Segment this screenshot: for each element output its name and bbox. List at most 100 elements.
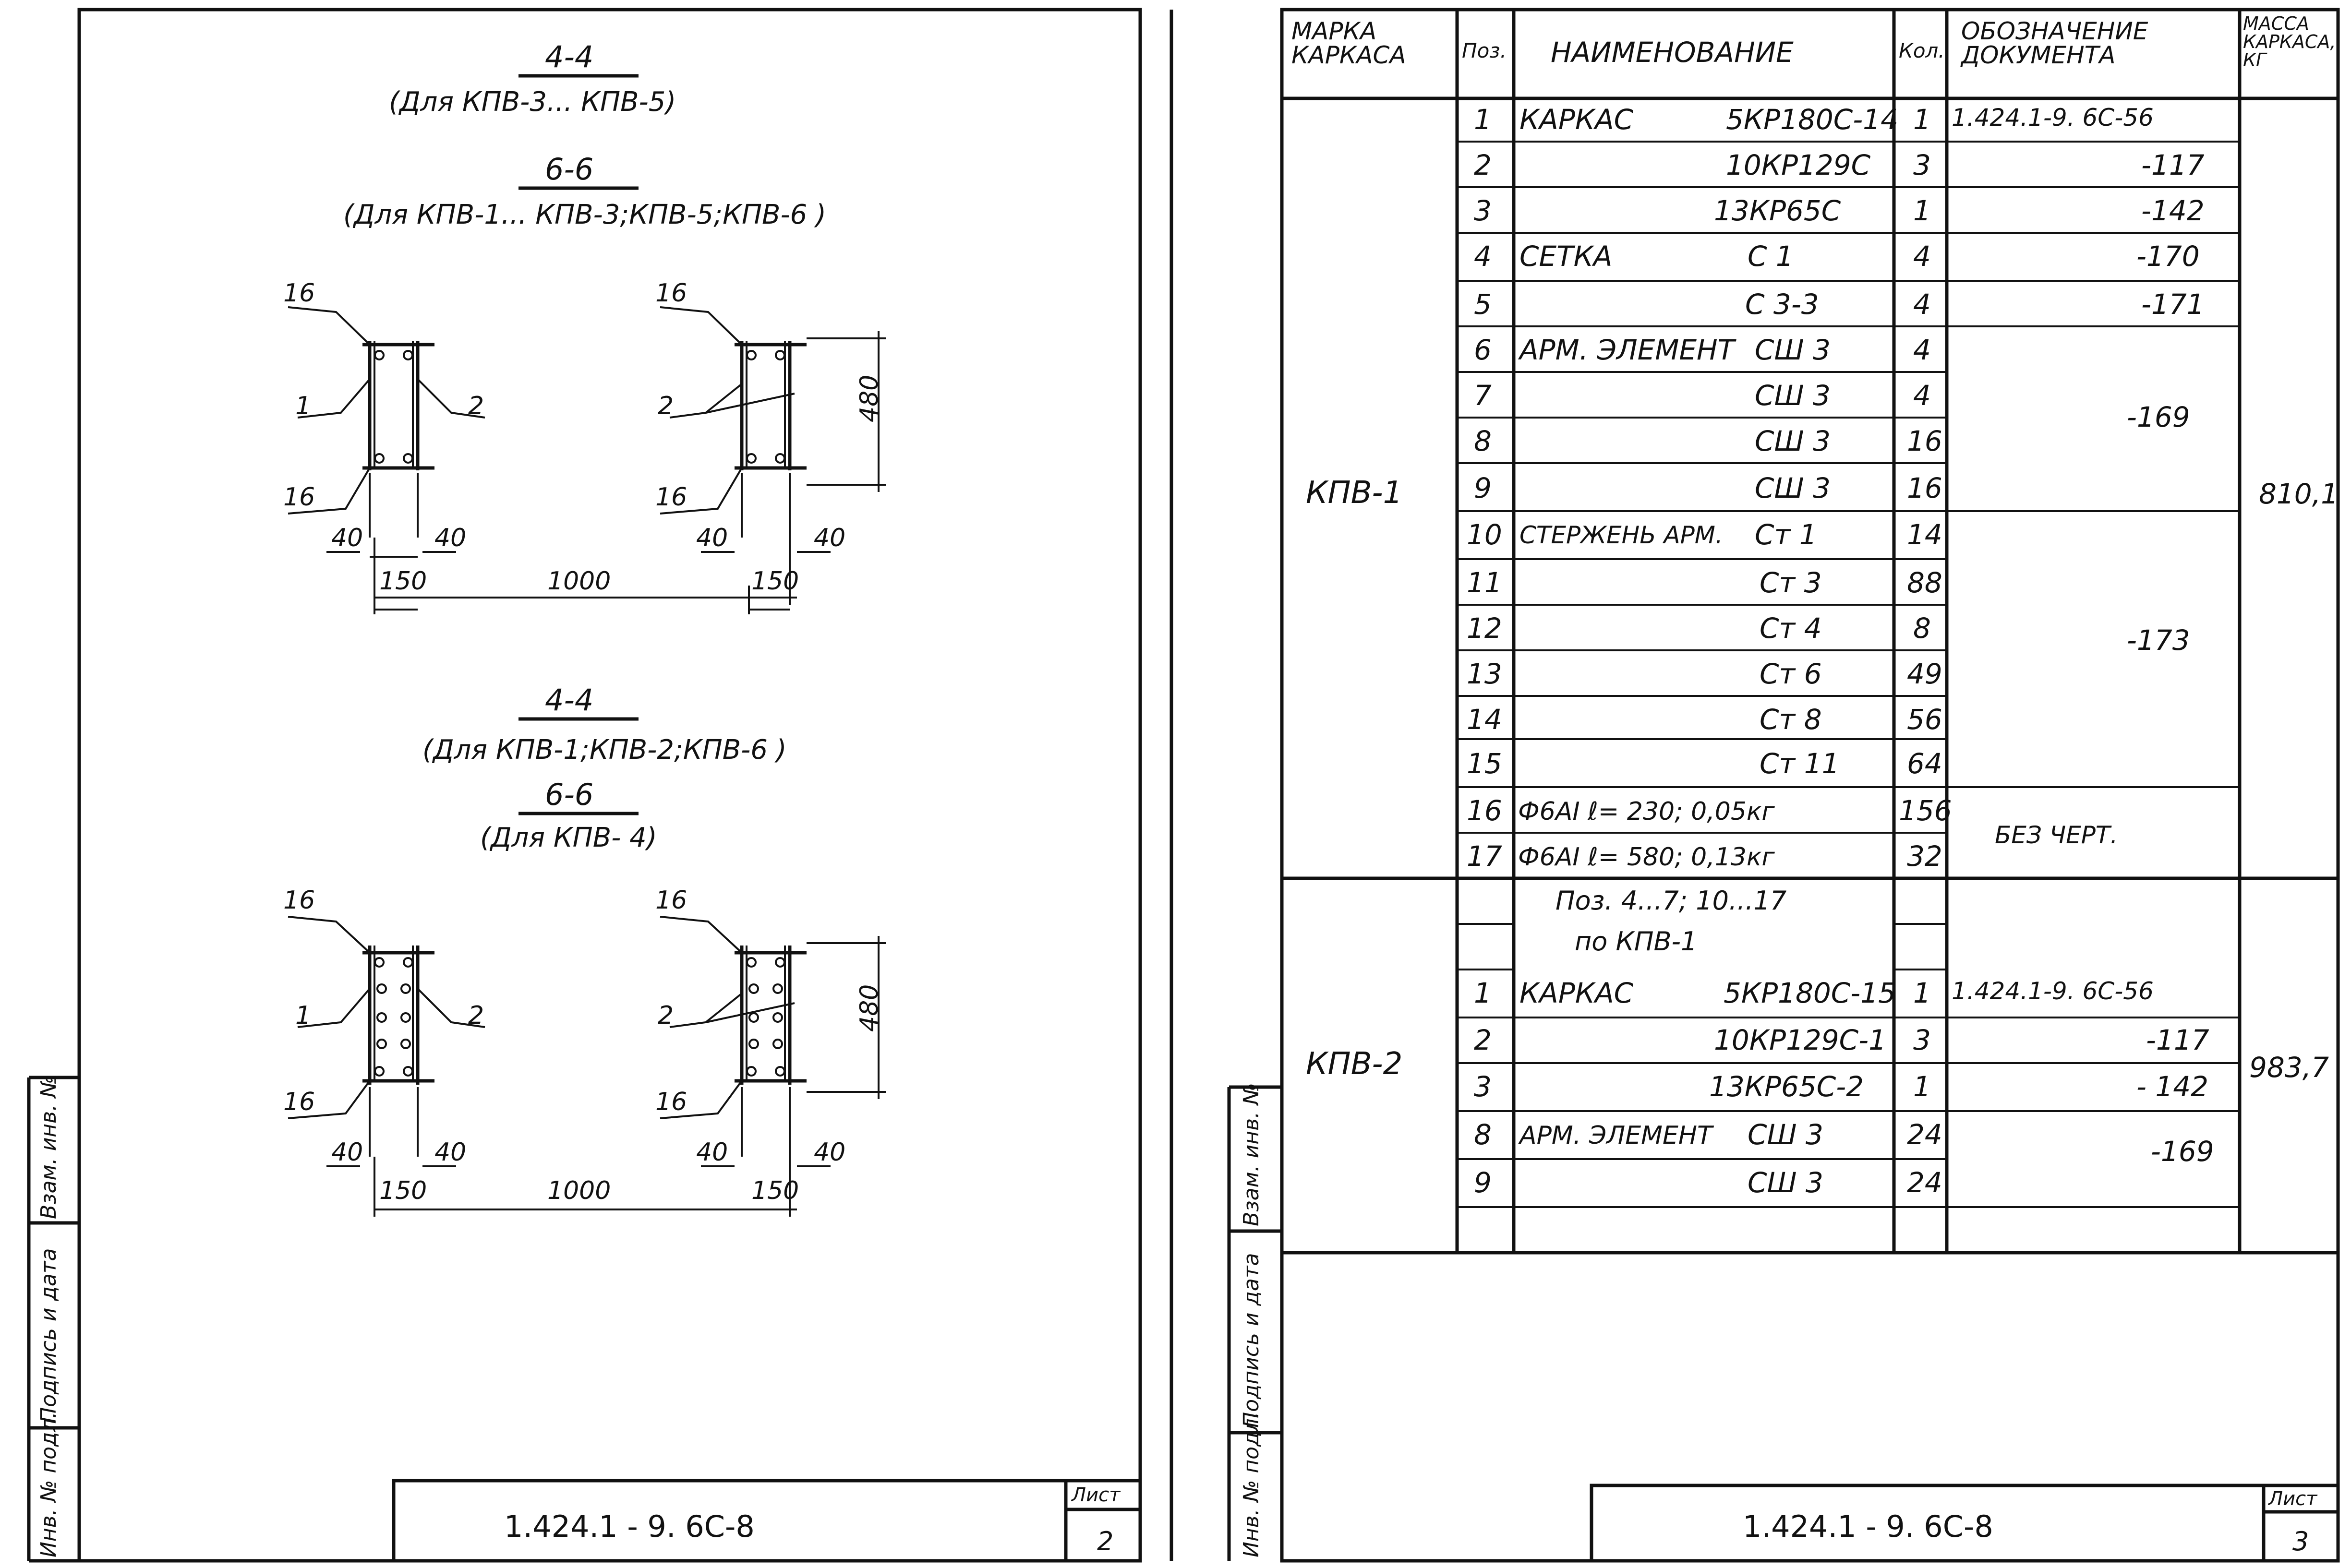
row-code: 5КР180С-15 [1724,977,1896,1009]
row-pos: 9 [1474,1166,1492,1199]
row-qty: 16 [1907,472,1942,504]
row-qty: 8 [1913,612,1931,645]
sheet-2-side-inv-podl: Инв. № подл. [36,1412,61,1557]
dim-150: 150 [379,567,427,596]
pos-label-16: 16 [283,483,315,512]
sheet-3-side-vzam: Взам. инв. № [1239,1083,1264,1226]
row-qty: 24 [1907,1166,1942,1199]
pos-label-16: 16 [283,279,315,308]
row-doc: - 142 [2136,1070,2209,1103]
header-pos: Поз. [1462,39,1507,62]
sheet-2-bottom-cut2-title: 6-6 [545,777,594,812]
sheet-3-sheet-number: 3 [2292,1526,2309,1556]
row-qty: 3 [1913,1024,1931,1056]
pos-label-1: 1 [295,1001,312,1030]
dim-480: 480 [855,984,884,1032]
group-1-mark: КПВ-1 [1306,475,1403,511]
group-2-note-line1: Поз. 4...7; 10...17 [1555,886,1787,916]
row-qty: 16 [1907,425,1942,457]
group-2-mark: КПВ-2 [1306,1046,1403,1082]
pos-label-2: 2 [468,1001,484,1030]
sheet-2-bottom-cut2-note: (Для КПВ- 4) [480,822,657,853]
row-qty: 32 [1907,840,1942,873]
row-qty: 4 [1913,288,1931,321]
sheet-2-frame [77,8,1142,1563]
row-qty: 1 [1913,103,1931,136]
row-name: СТЕРЖЕНЬ АРМ. [1519,521,1723,549]
section-top-right [660,306,886,610]
row-pos: 8 [1474,425,1492,457]
row-name: Ф6АI ℓ= 230; 0,05кг [1518,797,1775,826]
pos-label-16: 16 [283,1088,315,1116]
row-pos: 6 [1474,334,1492,366]
row-doc: -117 [2141,149,2205,181]
row-doc: -173 [2127,624,2190,657]
header-qty: Кол. [1899,39,1945,62]
row-qty: 4 [1913,379,1931,412]
row-code: СШ 3 [1755,334,1831,366]
sheet-3-doc-code: 1.424.1 - 9. 6С-8 [1743,1509,1993,1544]
row-code: Ст 11 [1760,747,1840,780]
row-pos: 1 [1474,977,1492,1009]
row-doc: БЕЗ ЧЕРТ. [1995,821,2118,849]
header-doc: ОБОЗНАЧЕНИЕ ДОКУМЕНТА [1961,17,2148,69]
row-pos: 1 [1474,103,1492,136]
row-qty: 24 [1907,1118,1942,1151]
row-name: АРМ. ЭЛЕМЕНТ [1519,1121,1712,1150]
dim-1000: 1000 [547,567,611,596]
sheet-3: МАРКА КАРКАСА Поз. НАИМЕНОВАНИЕ Кол. ОБО… [1171,0,2351,1568]
row-doc: -169 [2127,401,2190,433]
sheet-2-top-cut1-note: (Для КПВ-3... КПВ-5) [389,86,676,118]
row-code: СШ 3 [1748,1118,1823,1151]
row-code: 5КР180С-14 [1726,103,1898,136]
row-pos: 2 [1474,1024,1492,1056]
dim-40: 40 [696,524,728,552]
row-code: СШ 3 [1755,472,1831,504]
row-doc: -170 [2136,240,2200,273]
row-pos: 4 [1474,240,1492,273]
dim-40: 40 [434,1138,467,1167]
row-code: СШ 3 [1748,1166,1823,1199]
row-qty: 1 [1913,977,1931,1009]
sheet-2-top-cut2-title: 6-6 [545,152,594,187]
sheet-2-sheet-number: 2 [1097,1526,1114,1556]
sheet-2-bottom-cut1-note: (Для КПВ-1;КПВ-2;КПВ-6 ) [422,734,787,766]
pos-label-2: 2 [658,1001,674,1030]
group-2-mass: 983,7 [2249,1051,2329,1084]
row-code: 10КР129С [1726,149,1871,181]
dim-480: 480 [855,374,884,422]
row-pos: 13 [1467,658,1502,690]
pos-label-2: 2 [468,392,484,420]
sheet-2-doc-code: 1.424.1 - 9. 6С-8 [504,1509,755,1544]
section-bottom-left [288,916,485,1210]
row-qty: 14 [1907,518,1942,551]
row-name: Ф6АI ℓ= 580; 0,13кг [1518,843,1775,872]
row-qty: 156 [1899,794,1952,827]
dim-40: 40 [814,524,846,552]
pos-label-16: 16 [655,886,687,915]
row-code: Ст 6 [1760,658,1822,690]
row-pos: 2 [1474,149,1492,181]
pos-label-16: 16 [655,1088,687,1116]
row-code: С 1 [1748,240,1794,273]
sheet-2-top-cut2-note: (Для КПВ-1... КПВ-3;КПВ-5;КПВ-6 ) [343,199,826,230]
row-code: 13КР65С-2 [1709,1070,1864,1103]
row-name: СЕТКА [1519,240,1613,273]
pos-label-16: 16 [655,279,687,308]
row-name: КАРКАС [1519,103,1634,136]
row-pos: 11 [1467,566,1502,599]
sheet-2-top-cut1-title: 4-4 [545,39,594,74]
pos-label-2: 2 [658,392,674,420]
row-code: Ст 3 [1760,566,1822,599]
row-qty: 1 [1913,1070,1931,1103]
row-doc: 1.424.1-9. 6С-56 [1952,977,2154,1005]
row-pos: 3 [1474,194,1492,227]
pos-label-16: 16 [655,483,687,512]
row-pos: 10 [1467,518,1502,551]
row-doc: 1.424.1-9. 6С-56 [1952,104,2154,132]
sheet-2-side-signature-date: Подпись и дата [36,1248,61,1423]
row-qty: 64 [1907,747,1942,780]
row-qty: 88 [1907,566,1942,599]
dim-150: 150 [379,1176,427,1205]
sheet-2-drawing [27,8,1142,1563]
